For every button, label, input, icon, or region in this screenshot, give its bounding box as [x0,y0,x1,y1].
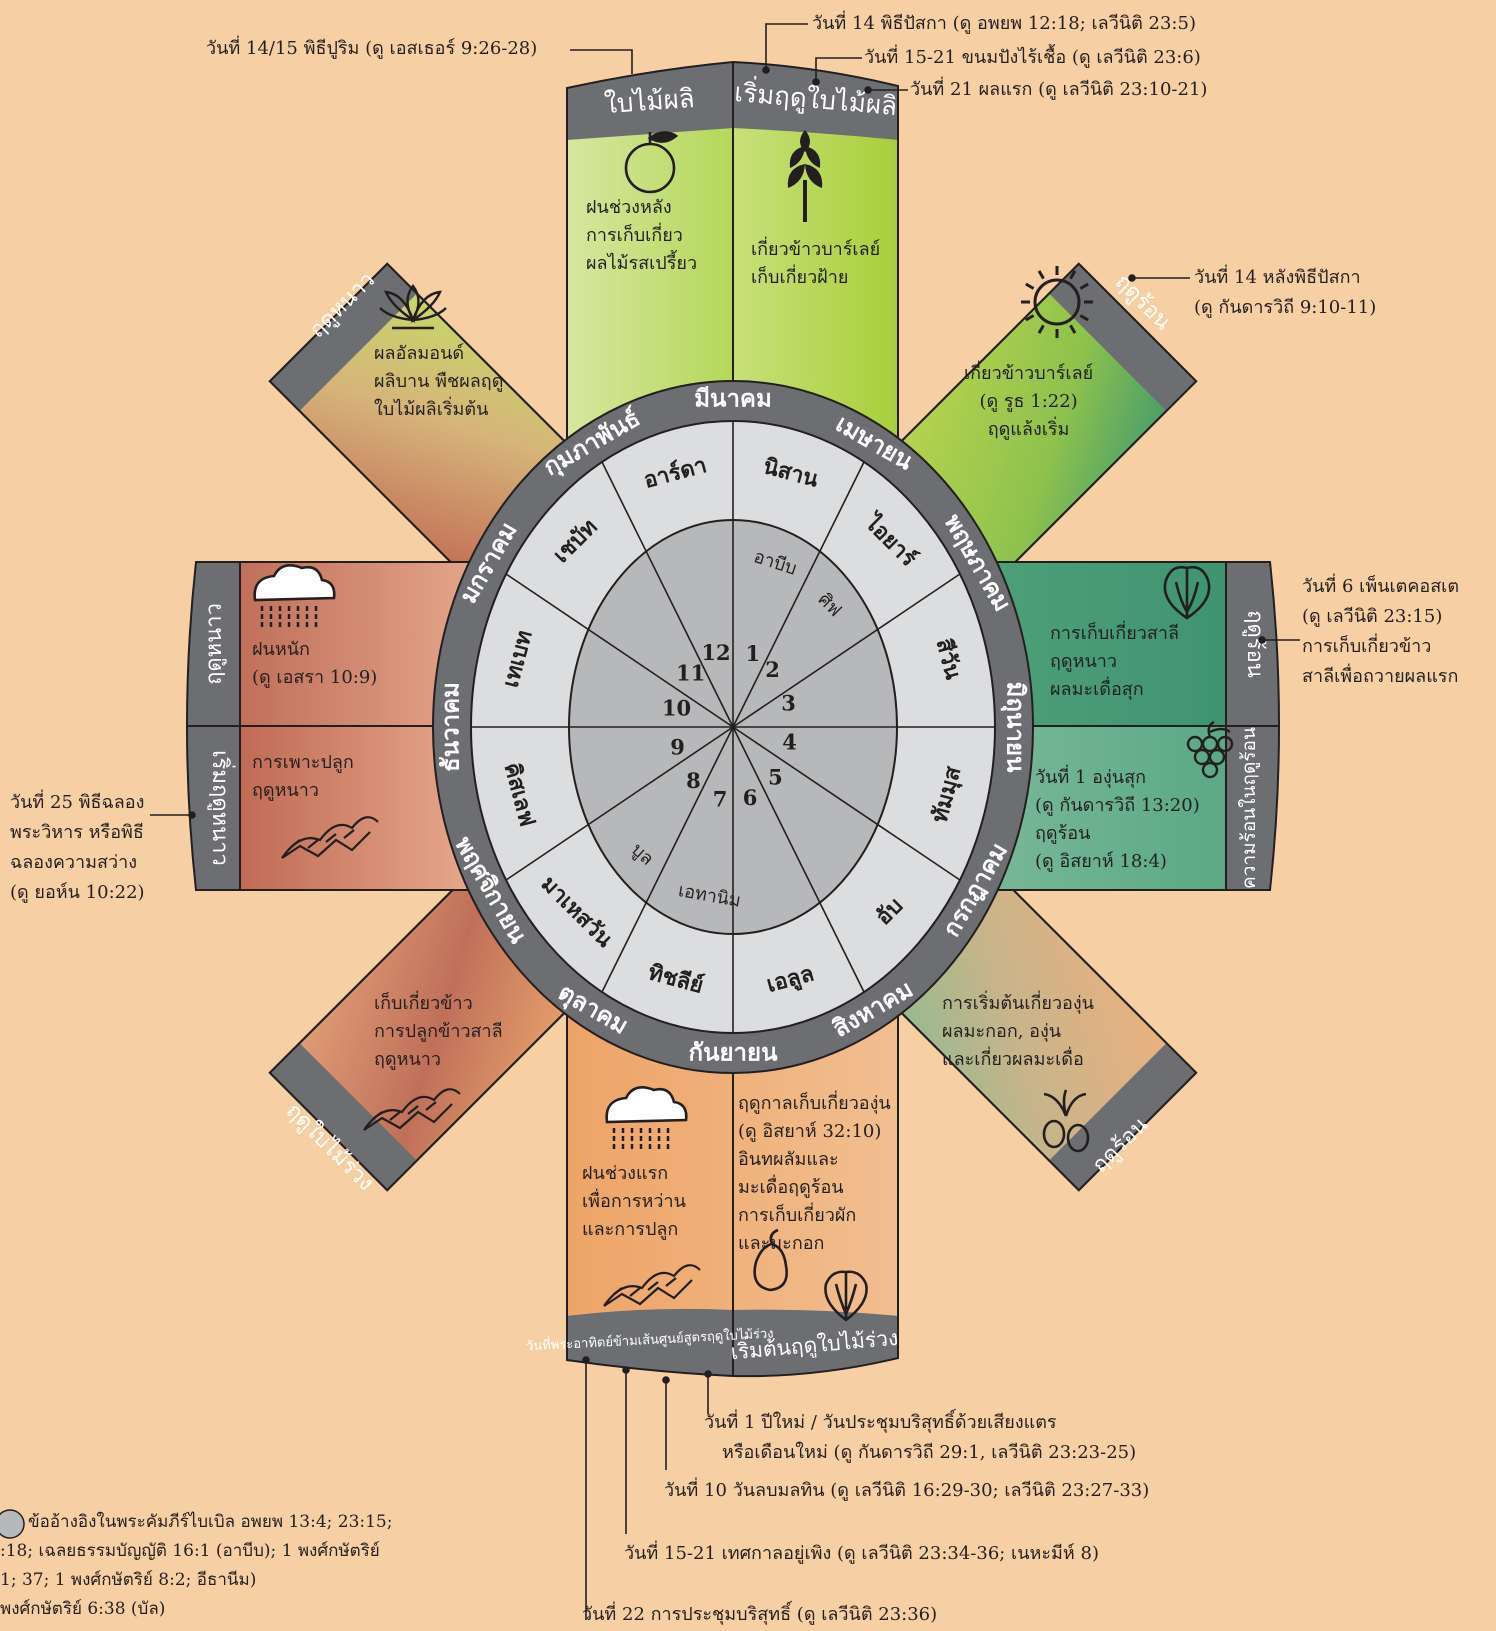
month-number: 7 [713,787,728,812]
olives-icon [1042,1089,1090,1153]
month-number: 2 [765,657,780,682]
spoke [601,461,734,728]
band-right-upper-label: ฤดูร้อน [1242,610,1267,678]
month-number: 3 [781,690,796,715]
panel-right [996,561,1280,891]
month-number: 11 [676,661,705,686]
sun-icon [1021,266,1093,338]
panel-lower-left-arm-text: เก็บเกี่ยวข้าว การปลูกข้าวสาลี ฤดูหนาว [374,993,503,1070]
outer-month-label: กันยายน [689,1038,779,1067]
vegetable-icon [753,1228,788,1292]
outer-month-label: มีนาคม [694,384,772,413]
panel-top [566,60,899,450]
legend-references: ข้ออ้างอิงในพระคัมภีร์ไบเบิล อพยพ 13:4; … [0,1512,393,1619]
panel-upper-left-arm-text: ผลอัลมอนด์ ผลิบาน พืชผลฤดู ใบไม้ผลิเริ่ม… [374,343,504,420]
fig-icon-right [1163,565,1211,620]
grapes-icon [1186,720,1234,779]
panel-bottom-left-text: ฝนช่วงแรก เพื่อการหว่าน และการปลูก [582,1163,686,1240]
panel-top-right-text: เกี่ยวข้าวบาร์เลย์ เก็บเกี่ยวฝ้าย [751,239,881,288]
spoke [505,573,734,728]
note-passover: วันที่ 14 พิธีปัสกา (ดู อพยพ 12:18; เลวี… [812,13,1196,34]
note-firstfruits: วันที่ 21 ผลแรก (ดู เลวีนิติ 23:10-21) [910,79,1208,100]
fruit-icon [624,131,679,194]
rain-cloud-icon [253,564,336,628]
note-unleavened-bread: วันที่ 15-21 ขนมปังไร้เชื้อ (ดู เลวีนิติ… [864,47,1201,68]
almond-blossom-icon [379,284,447,330]
panel-left [186,561,470,891]
plowed-field-icon-lower-left [363,1088,461,1131]
note-dedication: วันที่ 25 พิธีฉลอง พระวิหาร หรือพิธี ฉลอ… [10,792,145,903]
panel-left-lower-text: การเพาะปลูก ฤดูหนาว [252,752,354,801]
wheel [432,380,1034,1074]
panel-bottom-right-text: ฤดูกาลเก็บเกี่ยวองุ่น (ดู อิสยาห์ 32:10)… [738,1093,891,1254]
panel-top-left-text: ฝนช่วงหลัง การเก็บเกี่ยว ผลไม้รสเปรี้ยว [586,197,698,274]
band-left-upper-label: ฤดูหนาว [202,603,227,685]
panel-top-left-bg [567,62,733,450]
note-pentecost: วันที่ 6 เพ็นเตคอสเต (ดู เลวีนิติ 23:15)… [1302,576,1460,687]
month-number: 1 [745,641,760,666]
spoke [732,461,865,728]
month-number: 12 [701,640,730,665]
note-new-year: วันที่ 1 ปีใหม่ / วันประชุมบริสุทธิ์ด้วย… [704,1412,1137,1463]
panel-lower-right-arm-text: การเริ่มต้นเกี่ยวองุ่น ผลมะกอก, องุ่น แล… [942,993,1094,1070]
note-holy-assembly: วันที่ 22 การประชุมบริสุทธิ์ (ดู เลวีนิต… [582,1604,938,1625]
fig-icon-bottom [824,1270,868,1322]
legend-swatch [0,1509,25,1539]
panel-left-upper-text: ฝนหนัก (ดู เอสรา 10:9) [252,639,378,688]
spoke [732,726,865,993]
band-top-left-label: ใบไม้ผลิ [603,83,696,120]
leader-lines [150,23,1300,1620]
band-right-lower-label: ความร้อนในฤดูร้อน [1238,727,1260,889]
note-second-passover: วันที่ 14 หลังพิธีปัสกา (ดู กันดารวิถี 9… [1194,267,1377,318]
spoke [732,726,961,881]
month-number: 5 [768,764,783,789]
month-number: 9 [670,735,685,760]
plowed-field-icon-bottom [603,1264,701,1307]
outer-month-label: มิถุนายน [1000,682,1031,773]
wheel-spokes [471,421,995,1033]
note-atonement: วันที่ 10 วันลบมลทิน (ดู เลวีนิติ 16:29-… [664,1480,1150,1501]
outer-month-label: ธันวาคม [436,682,465,772]
plowed-field-icon [281,816,379,859]
panel-upper-right-arm-text: เกี่ยวข้าวบาร์เลย์ (ดู รูธ 1:22) ฤดูแล้ง… [964,363,1094,440]
note-tabernacles: วันที่ 15-21 เทศกาลอยู่เพิง (ดู เลวีนิติ… [624,1543,1099,1564]
rain-cloud-icon-bottom [605,1086,688,1150]
band-top-right-bg [733,62,898,140]
month-number: 10 [662,695,691,720]
spoke [505,726,734,881]
month-number: 4 [782,730,797,755]
panel-right-upper-text: การเก็บเกี่ยวสาลี ฤดูหนาว ผลมะเดื่อสุก [1050,623,1179,700]
band-left-lower-label: เริ่มฤดูหนาว [207,750,236,866]
note-purim: วันที่ 14/15 พิธีปูริม (ดู เอสเธอร์ 9:26… [206,38,538,59]
spoke [601,726,734,993]
spoke [732,573,961,728]
month-number: 8 [686,768,701,793]
band-top-left-bg [567,62,733,140]
panel-right-lower-text: วันที่ 1 องุ่นสุก (ดู กันดารวิถี 13:20) … [1035,767,1200,872]
panel-top-right-bg [733,62,898,450]
wheat-icon [787,130,823,222]
panel-bottom [566,1000,899,1378]
month-number: 6 [743,785,758,810]
